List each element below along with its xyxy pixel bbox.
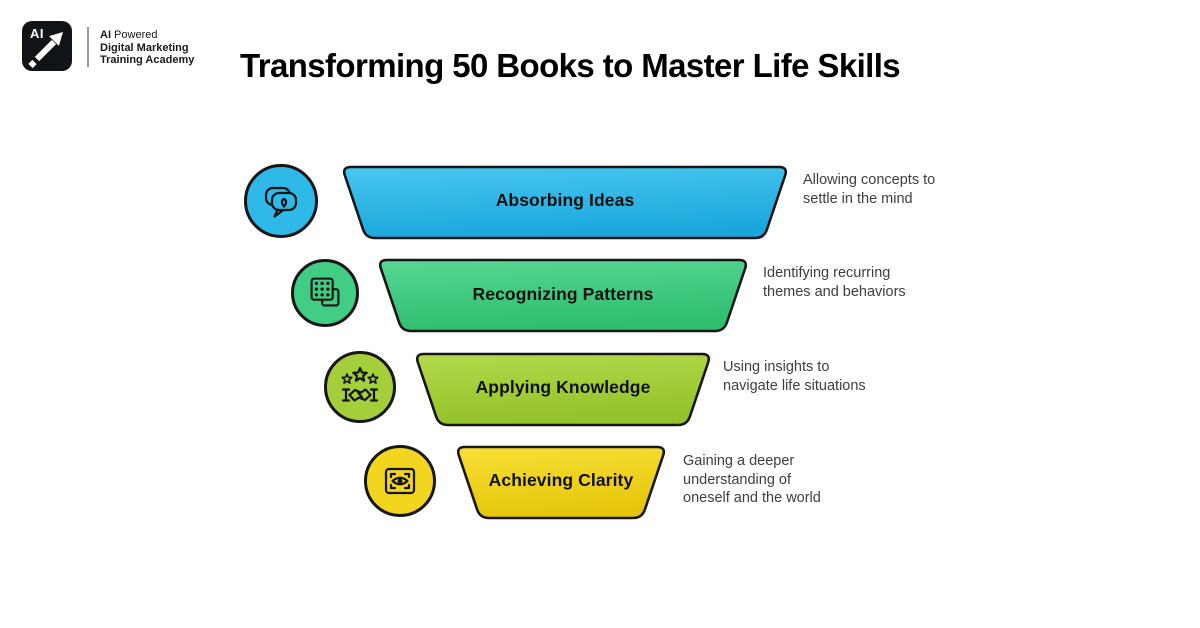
stage-1-icon-circle	[244, 164, 318, 238]
stage-3-icon-circle	[324, 351, 396, 423]
logo-line1-rest: Powered	[111, 29, 158, 41]
stage-2-icon-circle	[291, 259, 359, 327]
brand-logo: AI	[22, 21, 72, 71]
stage-4-description: Gaining a deeper understanding of onesel…	[683, 453, 821, 506]
funnel-stage-2-shape	[378, 258, 748, 333]
funnel-stage-4-shape	[456, 445, 666, 520]
logo-line3: Training Academy	[100, 54, 195, 66]
stage-4-label: Achieving Clarity	[488, 470, 634, 490]
chat-bubbles-icon	[264, 186, 298, 218]
logo-ai-text: AI	[30, 26, 44, 41]
stage-3-description: Using insights to navigate life situatio…	[723, 359, 866, 394]
logo-line2: Digital Marketing	[100, 41, 189, 54]
stage-3-label: Applying Knowledge	[475, 377, 651, 397]
stage-2-description: Identifying recurring themes and behavio…	[763, 265, 906, 300]
page-title: Transforming 50 Books to Master Life Ski…	[240, 47, 901, 85]
growth-arrow-icon	[28, 32, 63, 69]
funnel-stage-1-shape	[342, 165, 788, 240]
stage-1-label: Absorbing Ideas	[495, 190, 635, 210]
stage-1-description: Allowing concepts to settle in the mind	[803, 172, 936, 207]
eye-scan-icon	[384, 467, 416, 495]
logo-line1-bold: AI	[100, 29, 111, 41]
funnel-stage-3-shape	[415, 352, 711, 427]
logo-divider	[87, 27, 89, 67]
logo-line1: AI Powered	[100, 29, 194, 42]
pattern-squares-icon	[310, 277, 340, 307]
logo-wordmark: AI Powered Digital Marketing Training Ac…	[100, 29, 194, 67]
stage-4-icon-circle	[364, 445, 436, 517]
stage-2-label: Recognizing Patterns	[472, 284, 654, 304]
stars-handshake-icon	[341, 366, 379, 402]
